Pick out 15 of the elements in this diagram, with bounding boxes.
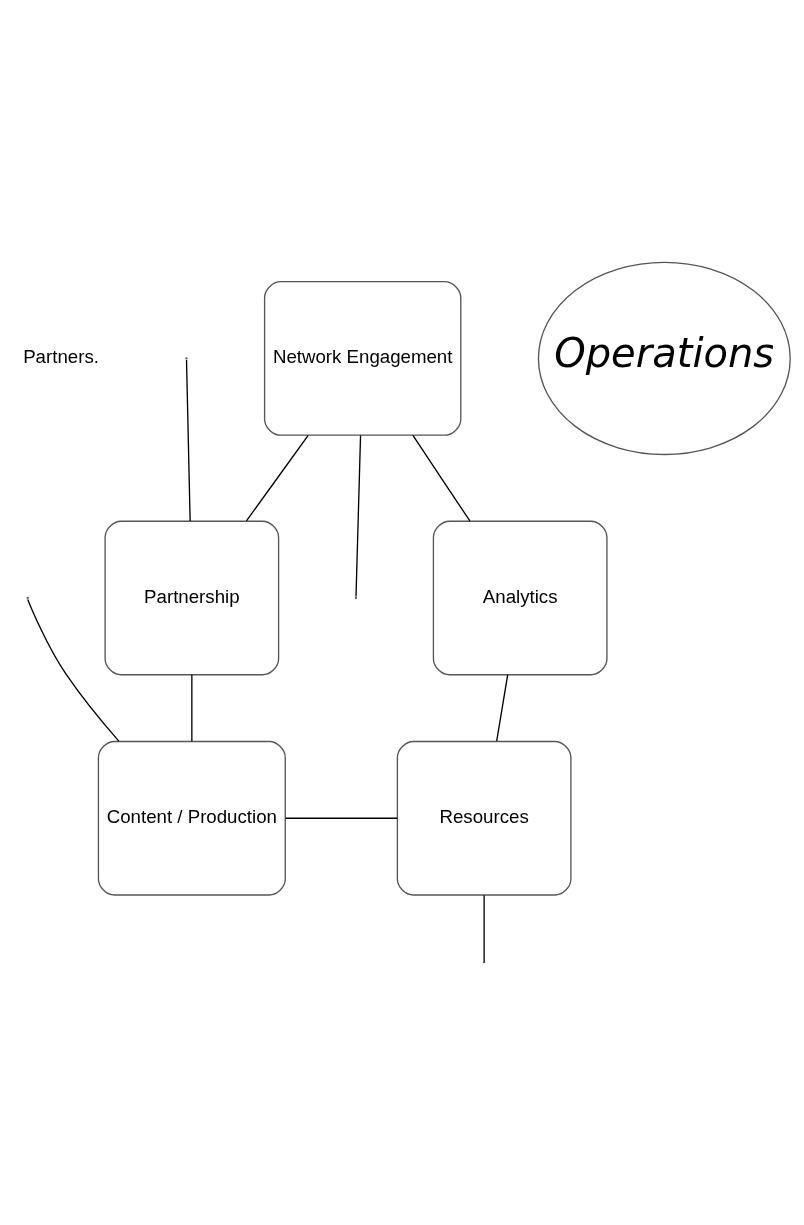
connector: [496, 674, 509, 742]
node-box: Resources: [396, 740, 572, 896]
connector: [284, 817, 398, 819]
connector: [185, 359, 191, 522]
connector: [355, 434, 362, 598]
node-box: Analytics: [432, 520, 608, 676]
connector: [27, 598, 120, 742]
connector: [412, 434, 471, 522]
connector: [191, 674, 193, 742]
node-box: Content / Production: [97, 740, 286, 896]
node-box: Partnership: [104, 520, 280, 676]
connector: [245, 434, 309, 522]
label: Partners.: [23, 346, 99, 368]
node-ellipse: Operations: [537, 261, 791, 456]
node-box: Network Engagement: [263, 281, 462, 436]
